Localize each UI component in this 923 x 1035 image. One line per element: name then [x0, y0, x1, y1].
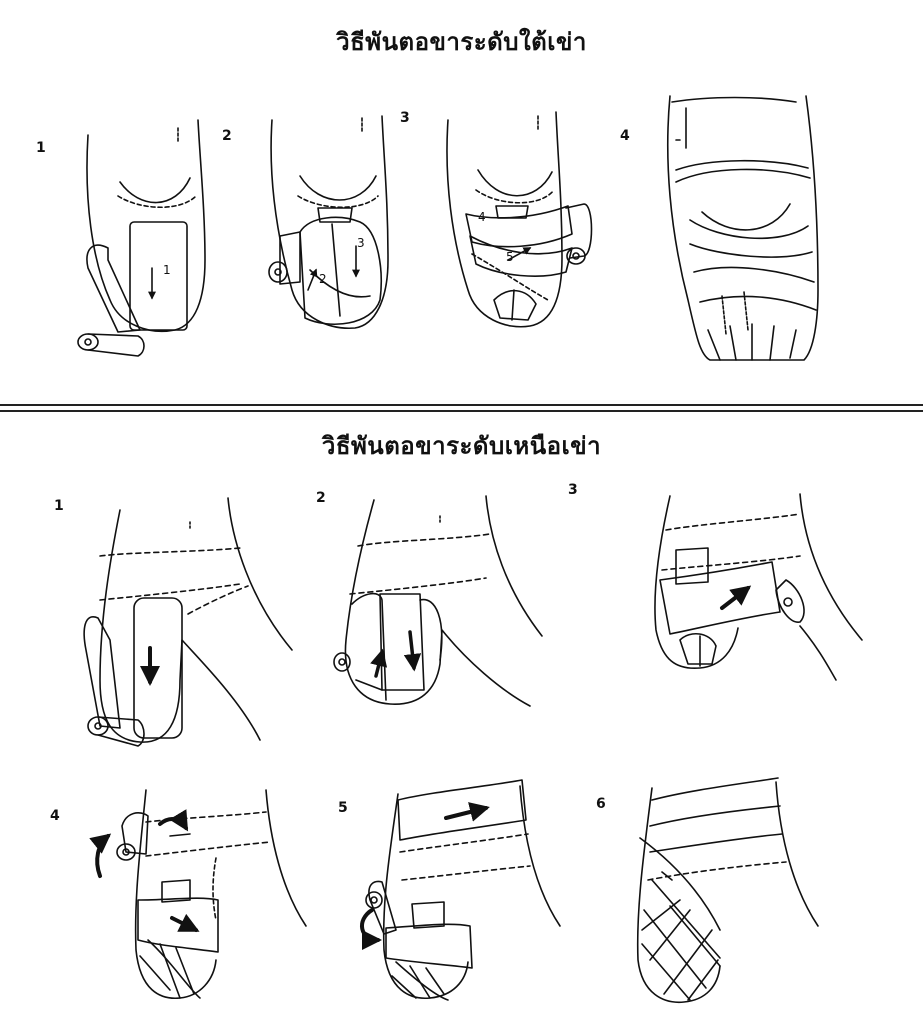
bk-step-3-drawing: [447, 112, 592, 327]
bk-step-2-drawing: [269, 116, 388, 328]
ak-step-4-drawing: [97, 790, 306, 998]
ak-step-5-drawing: [362, 780, 560, 1000]
bk-step-4-drawing: [668, 96, 818, 360]
ak-step-1-drawing: [84, 498, 292, 746]
bk-step-1-drawing: [78, 120, 205, 356]
ak-step-6-drawing: [638, 778, 818, 1002]
ak-step-2-drawing: [334, 496, 542, 706]
ak-step-3-drawing: [655, 494, 862, 680]
